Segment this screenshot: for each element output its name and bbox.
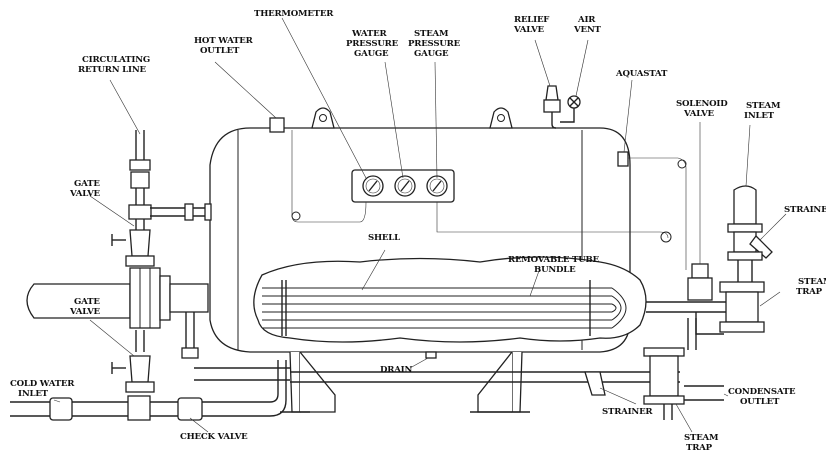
tube-bundle (253, 256, 647, 343)
air-vent (560, 95, 581, 123)
water-pressure-dial (394, 175, 416, 197)
gate-valve-lower (111, 355, 155, 393)
solenoid-valve (687, 263, 713, 301)
label-drain: DRAIN (380, 365, 412, 375)
control-tubing (291, 130, 687, 270)
drain-fitting (425, 351, 437, 359)
gate-valve-upper (111, 229, 155, 267)
label-strainer-bottom: STRAINER (602, 407, 653, 417)
cold-water-inlet-piping (10, 360, 290, 421)
condensate-piping (290, 318, 724, 420)
aquastat-fitting (617, 151, 629, 167)
label-aquastat: AQUASTAT (615, 69, 668, 79)
steam-pressure-dial (426, 175, 448, 197)
left-header (26, 267, 209, 359)
steam-trap-bottom (643, 347, 685, 405)
label-shell: SHELL (368, 233, 400, 243)
circulating-return-piping (128, 130, 212, 230)
label-strainer-right: STRAINER (784, 205, 826, 215)
steam-inlet-pipe (727, 185, 773, 282)
label-check-valve: CHECK VALVE (180, 432, 248, 442)
relief-valve (543, 85, 561, 129)
leader-lines (53, 17, 787, 433)
gauge-panel (351, 169, 455, 203)
right-piping (646, 281, 765, 335)
label-thermometer: THERMOMETER (254, 9, 334, 19)
thermometer-dial (362, 175, 384, 197)
hot-water-outlet (269, 117, 285, 133)
